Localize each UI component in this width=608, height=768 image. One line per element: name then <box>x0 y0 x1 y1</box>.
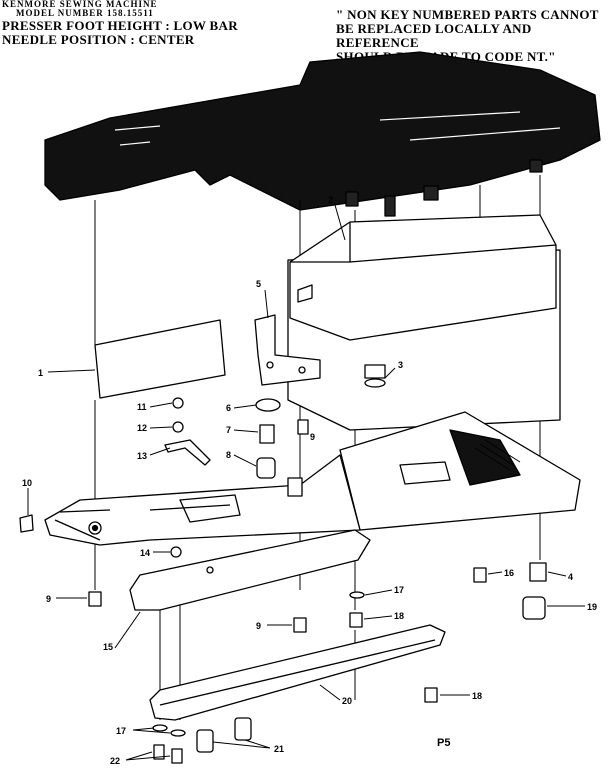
top-cover-highlight <box>114 111 561 146</box>
part-21-foot <box>196 729 214 753</box>
callout-14: 14 <box>140 548 150 558</box>
diagram-header: KENMORE SEWING MACHINE MODEL NUMBER 158.… <box>2 0 238 46</box>
part-10 <box>19 514 34 533</box>
brand-line: KENMORE SEWING MACHINE <box>2 0 158 9</box>
cover-pins <box>345 159 543 217</box>
callout-17b: 17 <box>116 726 126 736</box>
part-8 <box>256 457 276 479</box>
callout-1: 1 <box>38 368 43 378</box>
part-3-screw <box>364 364 386 379</box>
part-6 <box>255 398 281 412</box>
front-cover <box>129 529 371 611</box>
callout-18b: 18 <box>472 691 482 701</box>
part-1-lens <box>94 319 226 399</box>
callout-9a: 9 <box>46 594 51 604</box>
part-14 <box>170 546 182 558</box>
callout-2: 2 <box>328 195 333 205</box>
leader-lines <box>27 204 585 761</box>
part-12 <box>172 421 184 433</box>
note-line-2: BE REPLACED LOCALLY AND REFERENCE <box>336 20 532 50</box>
part-22-screw <box>153 744 165 760</box>
part-9-screw <box>88 591 102 607</box>
presser-foot-line: PRESSER FOOT HEIGHT : LOW BAR <box>2 17 238 33</box>
callout-18a: 18 <box>394 611 404 621</box>
callout-12: 12 <box>137 423 147 433</box>
model-line: MODEL NUMBER 158.15511 <box>16 8 154 19</box>
callout-20: 20 <box>342 696 352 706</box>
part-18-screw <box>349 612 363 628</box>
callout-7: 7 <box>226 425 231 435</box>
callout-9c: 9 <box>310 432 315 442</box>
callout-19: 19 <box>587 602 597 612</box>
callout-9b: 9 <box>256 621 261 631</box>
note-line-1: " NON KEY NUMBERED PARTS CANNOT <box>336 7 599 22</box>
page-label: P5 <box>437 737 451 749</box>
part-19-foot <box>522 596 546 620</box>
part-11 <box>172 397 184 409</box>
part-7 <box>259 424 275 444</box>
callout-21: 21 <box>274 744 284 754</box>
top-box <box>289 214 557 341</box>
callout-16: 16 <box>504 568 514 578</box>
callout-5: 5 <box>256 279 261 289</box>
bed-plate <box>44 454 361 546</box>
part-4 <box>529 562 547 582</box>
callout-13: 13 <box>137 451 147 461</box>
callout-15: 15 <box>103 642 113 652</box>
callout-22: 22 <box>110 756 120 766</box>
needle-position-line: NEEDLE POSITION : CENTER <box>2 31 195 47</box>
part-13 <box>164 439 211 466</box>
part-16-screw <box>473 567 487 583</box>
part-17-washer <box>349 591 365 599</box>
callout-3: 3 <box>398 360 403 370</box>
callout-4: 4 <box>568 572 573 582</box>
top-cover <box>44 51 601 211</box>
callout-6: 6 <box>226 403 231 413</box>
callout-10: 10 <box>22 478 32 488</box>
callout-17a: 17 <box>394 585 404 595</box>
bed-base <box>339 411 581 531</box>
callout-11: 11 <box>137 402 147 412</box>
callout-8: 8 <box>226 450 231 460</box>
